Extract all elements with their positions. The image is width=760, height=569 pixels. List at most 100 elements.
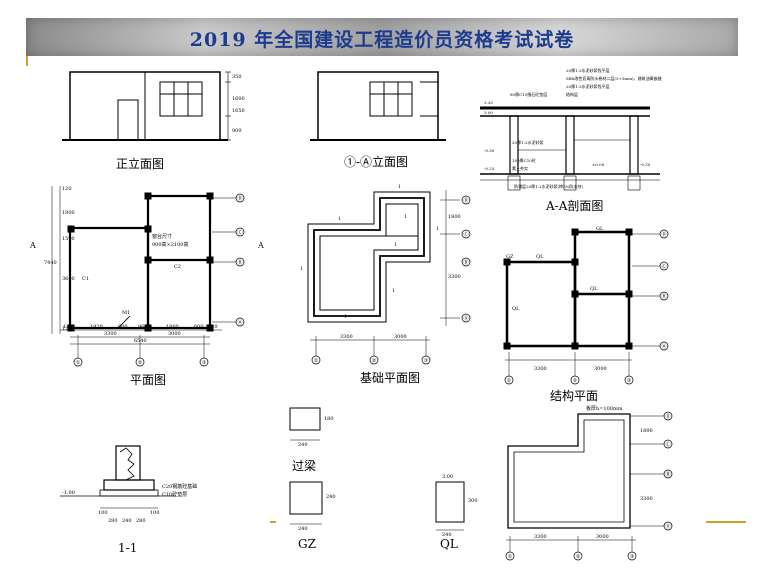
section-note: 结构层 — [566, 91, 578, 97]
axis-label: ① — [508, 554, 513, 560]
foundation-mark: 1 — [436, 226, 439, 232]
dim-label: 1500 — [62, 236, 75, 242]
level-mark: -1.00 — [62, 490, 75, 496]
axis-label: Ⓒ — [661, 263, 666, 270]
axis-label: ③ — [424, 358, 429, 364]
dim-label: 3000 — [594, 366, 607, 372]
dim-label: 3300 — [340, 334, 353, 340]
dim-label: 180 — [324, 416, 334, 422]
caption-structural-plan: 结构平面 — [550, 388, 598, 403]
caption-ql: QL — [440, 537, 458, 551]
foundation-mark: 1 — [300, 266, 303, 272]
dim-label: 120 — [63, 324, 73, 330]
foundation-mark: 1 — [344, 314, 347, 320]
plan-note: C2 — [174, 264, 181, 270]
caption-plan: 平面图 — [130, 373, 166, 387]
dim-label: 240 — [298, 526, 308, 532]
caption-side-elevation: ①-Ⓐ立面图 — [344, 154, 408, 169]
section-11 — [60, 445, 176, 509]
structural-plan — [503, 228, 660, 376]
floor-plan — [51, 186, 236, 358]
plan-note: 窗台尺寸 — [152, 233, 172, 240]
dim-label: 3000 — [168, 331, 181, 337]
axis-label: Ⓑ — [665, 471, 670, 478]
dim-label: 3300 — [104, 331, 117, 337]
member-label: QL — [590, 286, 598, 292]
dim-label: 1800 — [62, 210, 75, 216]
dim-label: 240 — [122, 518, 132, 524]
level-mark: 3.00 — [442, 474, 453, 480]
foundation-mark: 1 — [394, 242, 397, 248]
foundation-mark: 1 — [338, 216, 341, 222]
page-title: 2019 年全国建设工程造价员资格考试试卷 — [189, 29, 575, 51]
dim-label: 900 — [232, 128, 242, 134]
axis-label: Ⓐ — [665, 523, 670, 530]
caption-section-11: 1-1 — [118, 541, 137, 555]
caption-front-elevation: 正立面图 — [116, 156, 164, 171]
axis-label: Ⓑ — [661, 293, 666, 300]
gz-detail — [289, 481, 323, 525]
caption-gz: GZ — [298, 537, 316, 551]
dim-label: 1920 — [90, 324, 103, 330]
axis-label: Ⓓ — [661, 231, 666, 238]
dim-label: 600 — [194, 324, 204, 330]
foundation-plan — [307, 190, 460, 356]
dim-label: 1800 — [448, 214, 461, 220]
axis-label: Ⓒ — [463, 231, 468, 238]
caption-foundation-plan: 基础平面图 — [360, 371, 420, 385]
dim-label: 1650 — [232, 108, 245, 114]
accent-rule — [26, 56, 28, 66]
section-note: C20钢筋砼基础 — [162, 483, 197, 490]
axis-label: ③ — [630, 554, 635, 560]
axis-label: Ⓐ — [237, 319, 242, 326]
axis-label: Ⓑ — [463, 259, 468, 266]
axis-label: ② — [372, 358, 377, 364]
dim-label: 240 — [298, 442, 308, 448]
plan-note: M1 — [122, 310, 130, 316]
dim-label: 900 — [118, 324, 128, 330]
dim-label: 240 — [442, 532, 452, 538]
axis-label: ③ — [627, 378, 632, 384]
dim-label: 100 — [98, 510, 108, 516]
dim-label: 280 — [108, 518, 118, 524]
level-mark: 3.00 — [484, 110, 493, 115]
dim-label: 7440 — [44, 260, 57, 266]
axis-label: ② — [573, 378, 578, 384]
section-note: 防潮层20厚1:2水泥砂浆(掺5%防水剂) — [514, 183, 583, 189]
section-note: 素土夯实 — [512, 165, 528, 171]
axis-label: ① — [507, 378, 512, 384]
dim-label: 120 — [208, 324, 218, 330]
plan-note: C1 — [82, 276, 89, 282]
dim-label: 3600 — [62, 276, 75, 282]
axis-label: Ⓒ — [237, 229, 242, 236]
dim-label: 100 — [150, 510, 160, 516]
title-banner: 2019 年全国建设工程造价员资格考试试卷 — [26, 18, 738, 56]
member-label: QL — [536, 254, 544, 260]
dim-label: 120 — [62, 326, 72, 332]
dim-label: 3300 — [534, 366, 547, 372]
caption-lintel: 过梁 — [292, 458, 316, 473]
level-mark: ±0.00 — [592, 162, 605, 167]
axis-label: Ⓐ — [463, 315, 468, 322]
section-mark: A — [29, 241, 36, 250]
level-mark: -0.25 — [484, 166, 495, 171]
section-note: 100厚C10砼 — [512, 157, 536, 163]
foundation-mark: 1 — [392, 288, 395, 294]
level-mark: -0.30 — [484, 148, 495, 153]
section-note: 20厚1:3水泥砂浆找平层 — [566, 83, 610, 89]
roof-slab-plan — [506, 413, 664, 552]
dim-label: 960 — [138, 324, 148, 330]
member-label: QL — [512, 306, 520, 312]
axis-label: Ⓒ — [665, 441, 670, 448]
front-elevation — [62, 71, 231, 141]
accent-rule — [270, 521, 276, 523]
ql-detail — [435, 481, 465, 531]
axis-label: Ⓑ — [237, 259, 242, 266]
axis-label: ② — [576, 554, 581, 560]
dim-label: 3000 — [394, 334, 407, 340]
lintel-detail — [289, 407, 321, 441]
axis-label: Ⓐ — [661, 343, 666, 350]
axis-label: Ⓓ — [463, 197, 468, 204]
axis-label: Ⓓ — [665, 413, 670, 420]
